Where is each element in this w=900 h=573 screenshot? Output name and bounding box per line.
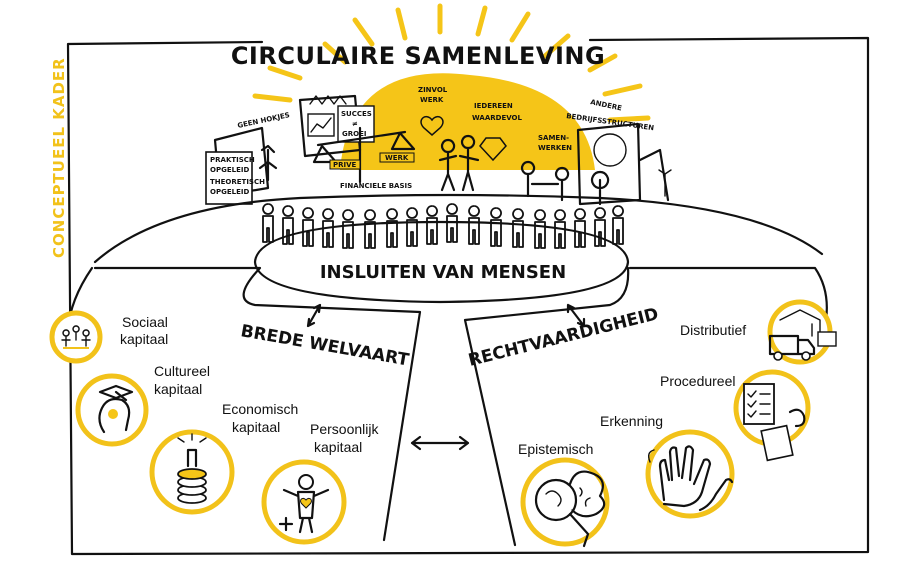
crowd-person-figure [406,207,418,247]
left-item-persoonlijk: Persoonlijk kapitaal [261,421,379,545]
crowd-person-figure [512,208,524,248]
succes-line-3: GROEI [342,130,366,138]
outer-frame [66,36,870,556]
waardevol-line: WAARDEVOL [472,114,522,122]
economisch-kapitaal-label: kapitaal [232,419,280,435]
iedereen-line: IEDEREEN [474,102,513,110]
scale-left-label: PRIVE [333,161,357,169]
sign-left-line-4: OPGELEID [210,188,249,196]
samenwerken-line-2: WERKEN [538,144,572,152]
hands-icon [647,445,734,512]
coins-icon [177,433,207,504]
sociaal-label: Sociaal [122,314,168,330]
distributief-label: Distributief [680,322,746,338]
crowd-person-figure [468,205,480,245]
cultureel-kapitaal-label: kapitaal [154,381,202,397]
people-icon [61,325,91,349]
person-heart-icon [278,474,330,534]
succes-line-2: ≠ [352,120,358,128]
heart-icon [420,116,444,136]
graduation-head-icon [98,384,134,434]
zinvol-line-1: ZINVOL [418,86,448,94]
sun-icon [252,3,651,170]
top-scene: PRAKTISCH OPGELEID THEORETISCH OPGELEID … [93,86,824,264]
right-item-epistemisch: Epistemisch [518,441,610,548]
crowd-person-figure [534,209,546,249]
crowd-person-figure [426,205,438,245]
central-ellipse [253,220,630,304]
crowd-person-figure [574,208,586,248]
succes-line-1: SUCCES [341,110,372,118]
crowd-person-figure [282,205,294,245]
epistemisch-label: Epistemisch [518,441,593,457]
erkenning-label: Erkenning [600,413,663,429]
procedureel-label: Procedureel [660,373,736,389]
crowd-figures [262,203,624,249]
sign-left-line-1: PRAKTISCH [210,156,255,164]
sociaal-kapitaal-label: kapitaal [120,331,168,347]
scale-right-label: WERK [385,154,409,162]
crowd-person-figure [262,203,274,243]
side-label: CONCEPTUEEL KADER [50,57,68,258]
left-item-economisch: Economisch kapitaal [149,401,298,515]
double-arrows [306,303,586,451]
checklist-icon [743,383,806,462]
cultureel-label: Cultureel [154,363,210,379]
left-item-cultureel: Cultureel kapitaal [75,363,210,447]
crowd-person-figure [594,207,606,247]
crowd-person-figure [342,209,354,249]
financiele-basis-label: FINANCIELE BASIS [340,182,412,190]
left-heading: BREDE WELVAART [239,321,411,370]
samenwerken-line-1: SAMEN- [538,134,569,142]
geen-hokjes-label: GEEN HOKJES [237,111,291,130]
sign-left-line-2: OPGELEID [210,166,249,174]
right-item-procedureel: Procedureel [660,369,811,462]
center-label: INSLUITEN VAN MENSEN [320,262,566,283]
crowd-person-figure [386,208,398,248]
sign-left-line-3: THEORETISCH [210,178,265,186]
right-item-distributief: Distributief [680,299,837,365]
right-heading: RECHTVAARDIGHEID [466,304,660,371]
right-item-erkenning: Erkenning [600,413,735,519]
persoonlijk-label: Persoonlijk [310,421,379,437]
center-double-arrow [410,435,470,451]
gem-icon [479,137,507,162]
crowd-person-figure [302,207,314,247]
crowd-person-figure [364,209,376,249]
left-item-sociaal: Sociaal kapitaal [49,310,168,364]
persoonlijk-kapitaal-label: kapitaal [314,439,362,455]
page-title: CIRCULAIRE SAMENLEVING [231,42,605,70]
crowd-person-figure [490,207,502,247]
magnifier-brain-icon [534,470,606,548]
crowd-person-figure [612,205,624,245]
zinvol-line-2: WERK [420,96,444,104]
economisch-label: Economisch [222,401,298,417]
andere-line: ANDERE [590,98,623,113]
distribution-icon [768,309,837,361]
